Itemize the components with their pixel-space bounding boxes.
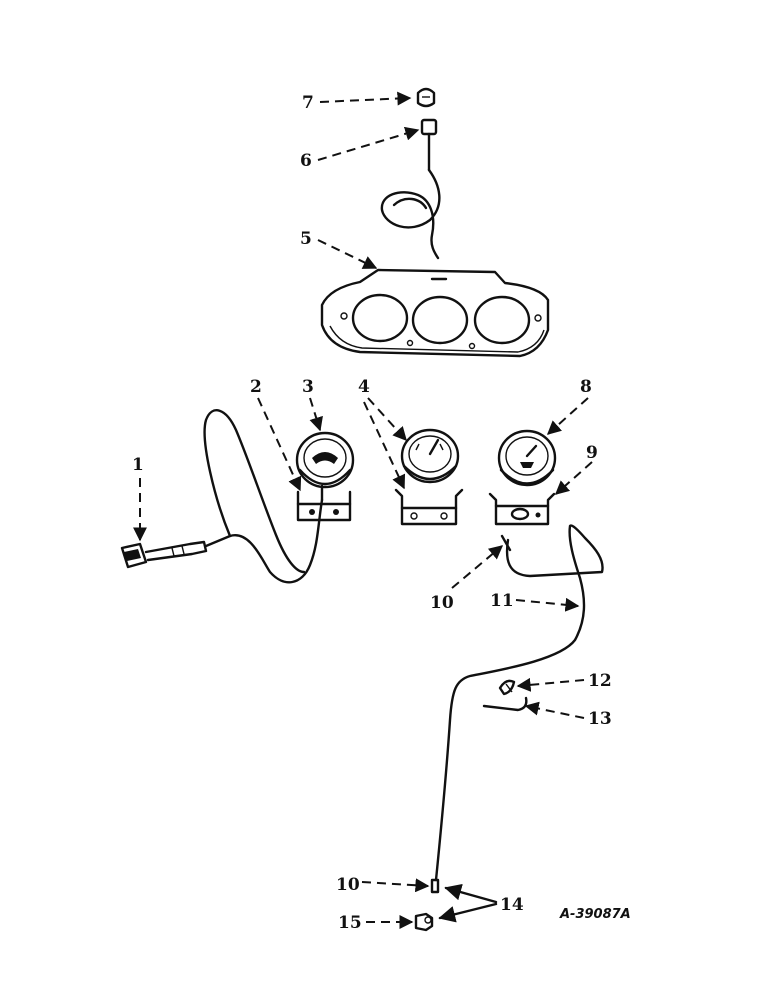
callout-8: 8 (580, 377, 592, 397)
sending-unit-part (120, 540, 208, 569)
clip-part (498, 679, 516, 696)
gauge-bracket-right (488, 492, 556, 526)
callout-labels: 7 6 5 2 3 4 8 1 9 10 11 12 13 10 14 15 A… (132, 93, 631, 933)
oil-line-tube (434, 524, 604, 882)
callout-4: 4 (358, 377, 370, 397)
center-gauge-part (400, 428, 460, 484)
bottom-fitting-part (430, 878, 440, 894)
bottom-connector-part (414, 912, 434, 932)
callout-7: 7 (302, 93, 314, 113)
clamp-screw-part (482, 696, 528, 712)
callout-12: 12 (588, 671, 612, 691)
callout-6: 6 (300, 151, 312, 171)
callout-14: 14 (500, 895, 524, 915)
capillary-line (203, 409, 324, 584)
right-gauge-part (497, 429, 557, 487)
gauge-panel-part (320, 268, 550, 358)
callout-1: 1 (132, 455, 144, 475)
callout-9: 9 (586, 443, 598, 463)
drawing-reference-code: A-39087A (559, 907, 631, 922)
callout-15: 15 (338, 913, 362, 933)
callout-13: 13 (588, 709, 612, 729)
callout-2: 2 (250, 377, 262, 397)
callout-11: 11 (490, 591, 514, 611)
gauge-bracket-center (394, 488, 464, 526)
gauge-bracket-left (296, 490, 352, 522)
callout-3: 3 (302, 377, 314, 397)
bulb-part (416, 87, 436, 108)
socket-and-wire-part (380, 118, 441, 260)
callout-10-top: 10 (430, 593, 454, 613)
callout-10-bottom: 10 (336, 875, 360, 895)
callout-5: 5 (300, 229, 312, 249)
temperature-gauge-part (295, 431, 355, 502)
leader-lines (133, 91, 593, 929)
